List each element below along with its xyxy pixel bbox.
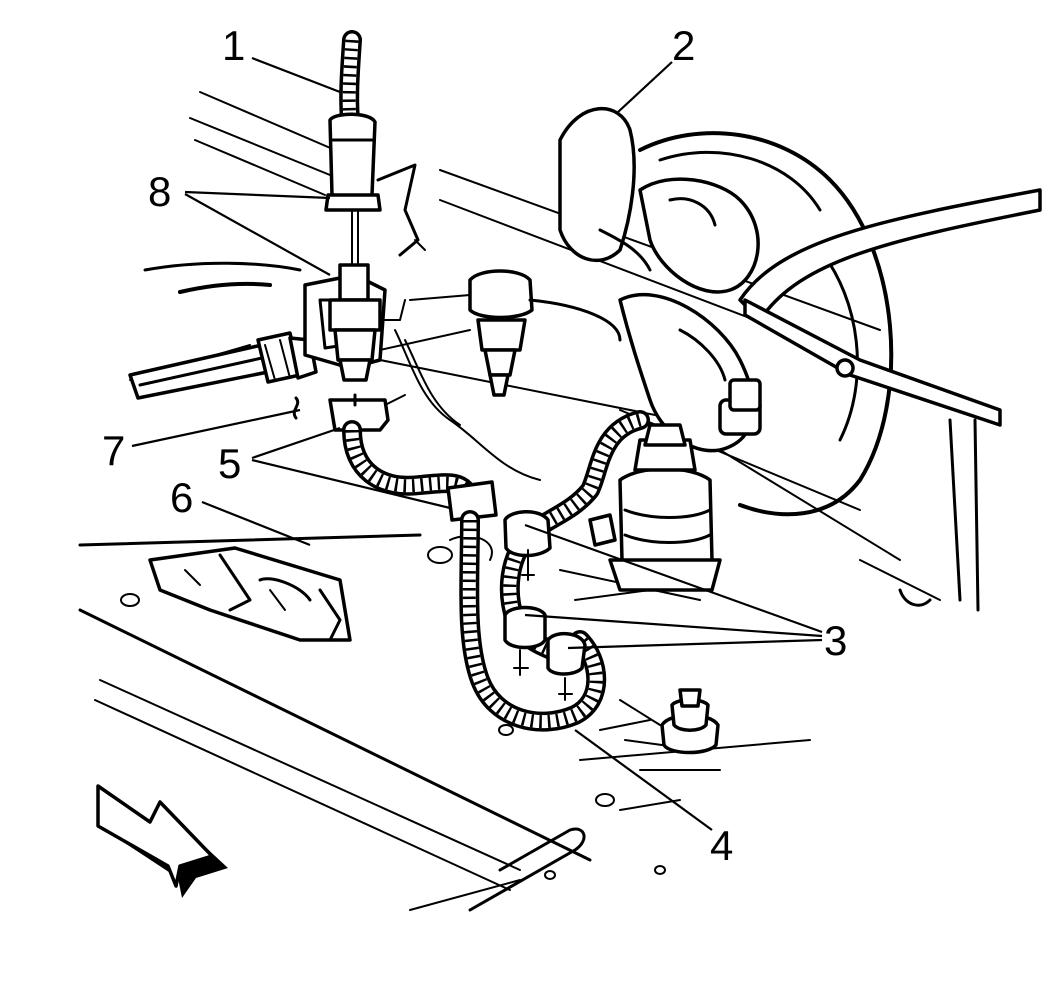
leader-1	[251, 56, 341, 94]
callout-5: 5	[218, 440, 241, 487]
frame-edge	[394, 329, 541, 481]
callout-3: 3	[824, 617, 847, 664]
flex-brake-hose	[342, 420, 607, 732]
callout-7: 7	[102, 427, 125, 474]
leader-6	[201, 500, 311, 547]
lower-control-arm-mount	[608, 423, 722, 592]
brake-rotor-knuckle	[558, 106, 1042, 517]
leader-8a	[184, 190, 331, 200]
callout-2: 2	[672, 22, 695, 69]
upper-brake-hose	[324, 30, 382, 266]
leader-8b	[184, 193, 331, 276]
leader-2	[617, 61, 673, 113]
leader-5a	[251, 426, 341, 460]
steering-gear-assembly	[148, 546, 352, 642]
frame-structure	[78, 91, 1002, 912]
callout-4: 4	[710, 822, 733, 869]
bracket-tab	[379, 299, 406, 321]
hose-junction-bracket	[303, 163, 426, 432]
leader-7	[131, 408, 301, 448]
callout-labels: 1 2 3 4 5 6 7 8	[102, 22, 847, 869]
leader-3b	[524, 613, 823, 638]
leader-3a	[524, 523, 823, 634]
forward-direction-arrow-icon	[96, 784, 228, 898]
leader-5b	[251, 458, 451, 510]
steel-brake-line	[128, 331, 318, 400]
frame-edge-inner	[404, 339, 461, 426]
leader-lines	[131, 56, 823, 831]
frame-bolt	[619, 688, 720, 755]
leader-4	[574, 729, 713, 831]
wire-squiggle	[292, 396, 300, 420]
callout-6: 6	[170, 474, 193, 521]
secondary-brake-hose	[499, 410, 650, 701]
callout-8: 8	[148, 168, 171, 215]
callout-1: 1	[222, 22, 245, 69]
caliper-bleeder-valve	[468, 269, 622, 397]
leader-3c	[567, 638, 823, 650]
